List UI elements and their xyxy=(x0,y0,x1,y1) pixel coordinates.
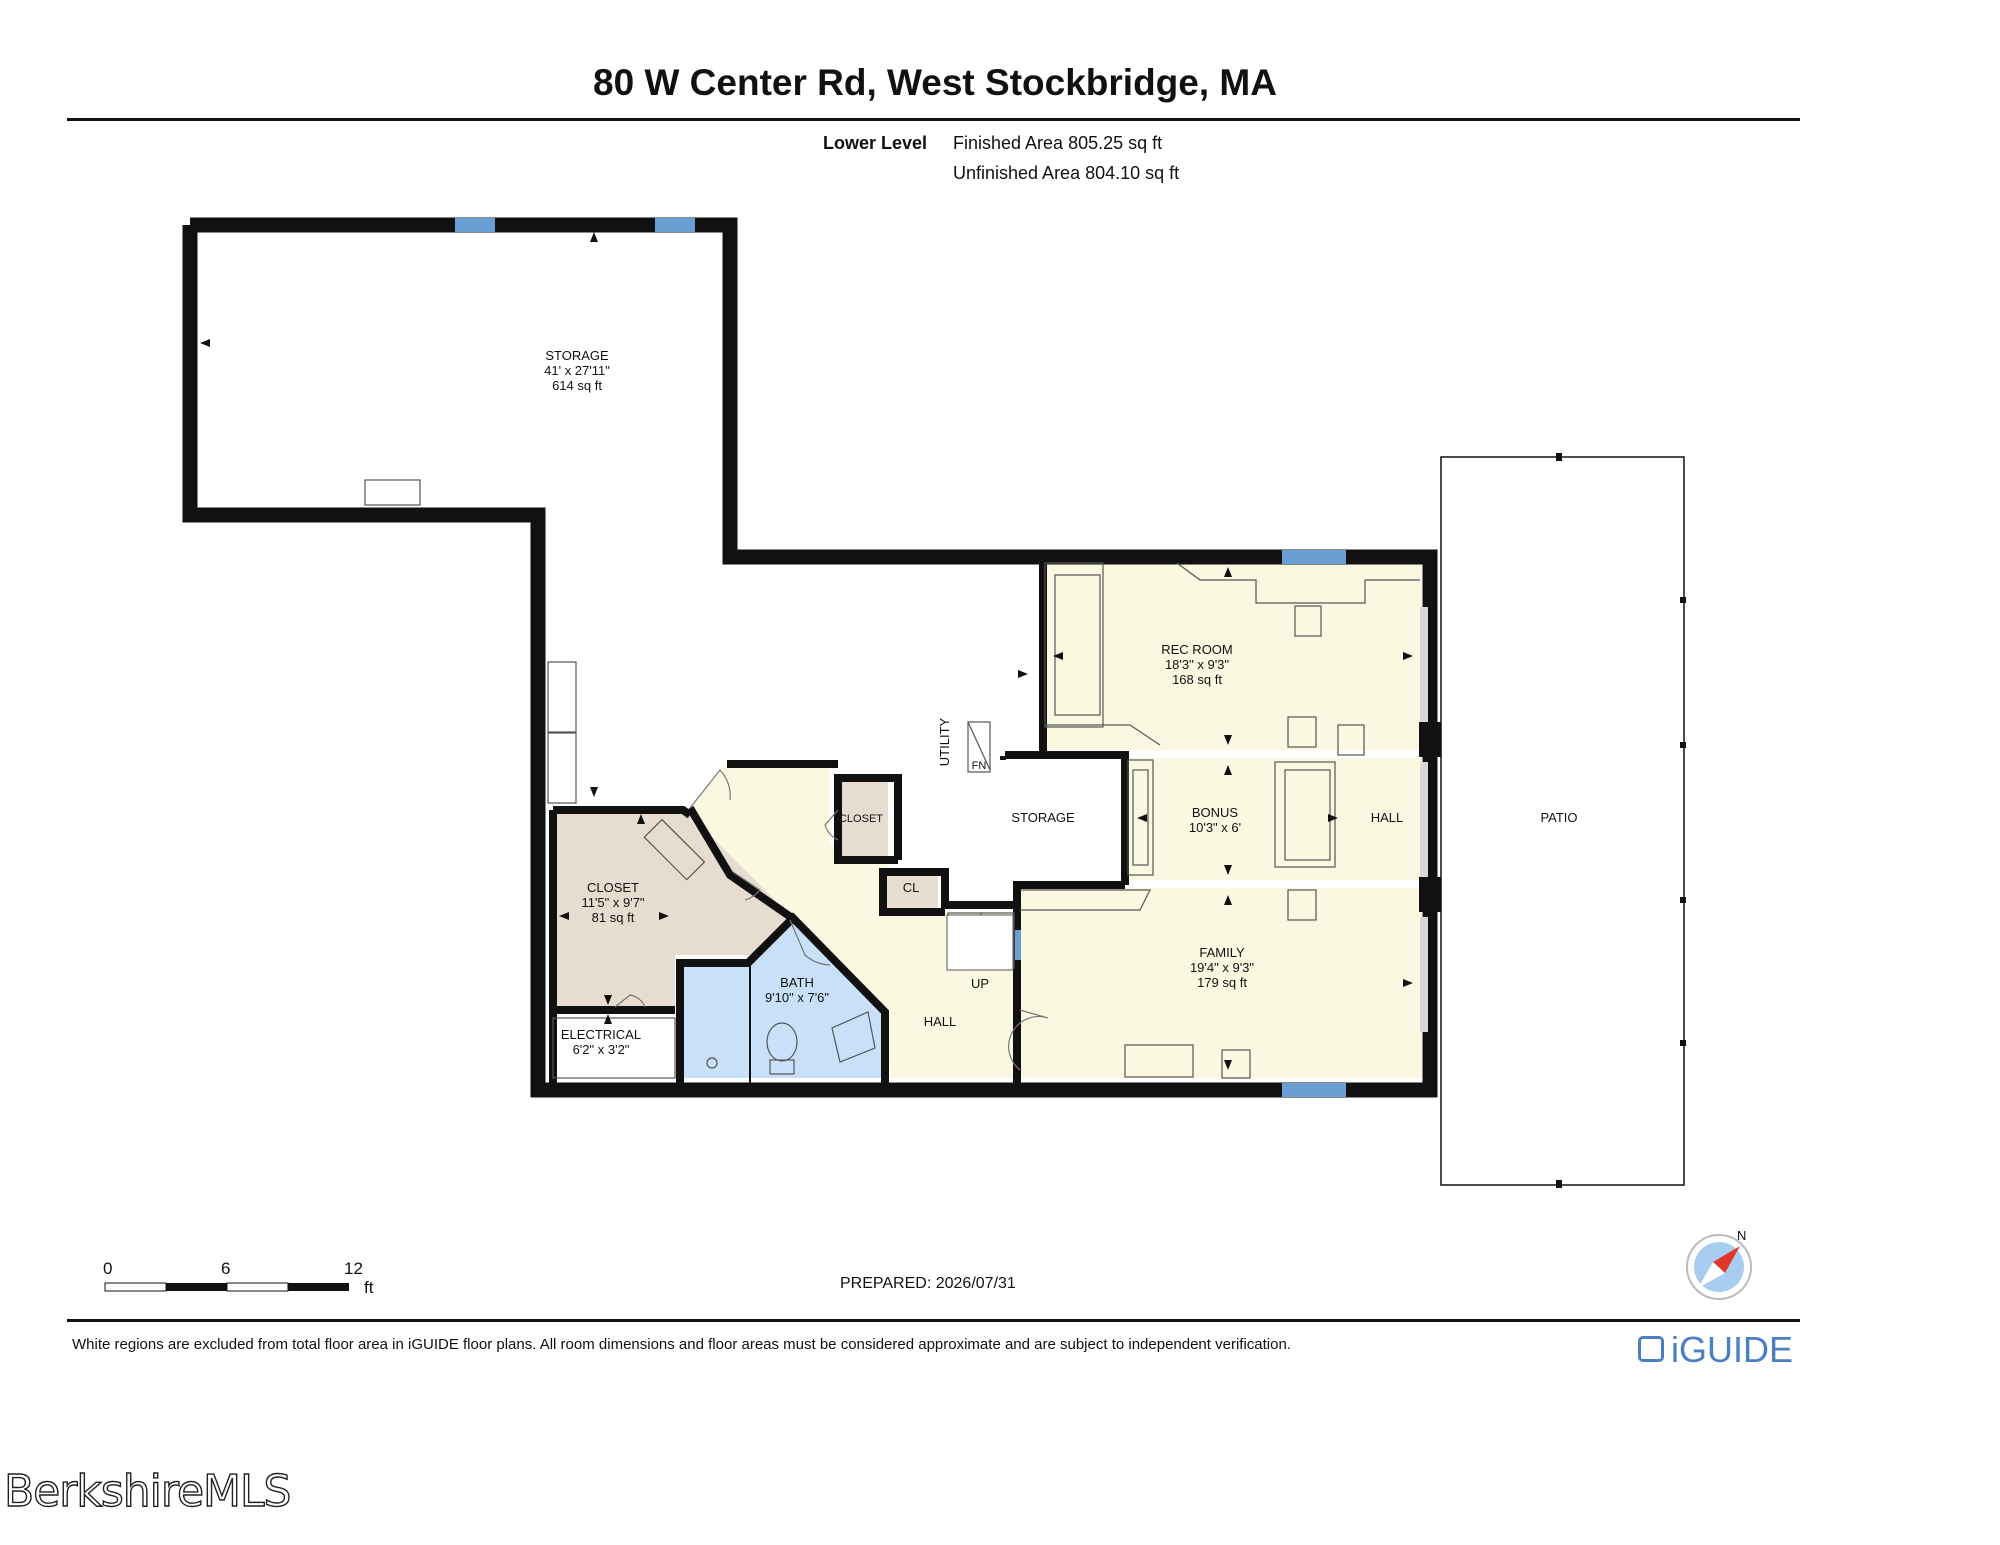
wall-posts xyxy=(1419,722,1441,912)
rec-room-label: REC ROOM xyxy=(1161,642,1233,657)
bath-label: BATH xyxy=(780,975,814,990)
storage-label: STORAGE xyxy=(545,348,609,363)
windows xyxy=(455,218,1346,1097)
iguide-logo-icon xyxy=(1638,1336,1664,1362)
compass-north: N xyxy=(1737,1228,1746,1243)
stairs xyxy=(946,914,1014,971)
cl-fill xyxy=(885,873,938,911)
rec-room-fill xyxy=(1043,560,1422,750)
door-swings xyxy=(614,769,1049,1071)
electrical-label: ELECTRICAL xyxy=(561,1027,641,1042)
prepared-date: PREPARED: 2026/07/31 xyxy=(840,1275,1016,1292)
bonus-fill xyxy=(1125,758,1422,880)
scale-bar xyxy=(104,1282,349,1292)
unfinished-area: Unfinished Area 804.10 sq ft xyxy=(953,163,1180,183)
cl-label: CL xyxy=(903,880,920,895)
storage-area: 614 sq ft xyxy=(552,378,602,393)
finished-area: Finished Area 805.25 sq ft xyxy=(953,133,1163,153)
bath-dims: 9'10" x 7'6" xyxy=(765,990,829,1005)
closet-label: CLOSET xyxy=(587,880,639,895)
interior-walls xyxy=(549,560,1129,1090)
bonus-label: BONUS xyxy=(1192,805,1239,820)
disclaimer-text: White regions are excluded from total fl… xyxy=(72,1336,1291,1353)
patio-label: PATIO xyxy=(1540,810,1577,825)
dimension-markers xyxy=(200,232,1413,1070)
iguide-logo-text: iGUIDE xyxy=(1671,1329,1794,1370)
family-area: 179 sq ft xyxy=(1197,975,1247,990)
stairs-up-label: UP xyxy=(971,976,989,991)
rec-room-dims: 18'3" x 9'3" xyxy=(1165,657,1229,672)
family-dims: 19'4" x 9'3" xyxy=(1190,960,1254,975)
storage-dims: 41' x 27'11" xyxy=(544,363,610,378)
level-label: Lower Level xyxy=(823,133,928,153)
fn-label: FN xyxy=(972,760,987,772)
compass-icon xyxy=(1686,1234,1752,1300)
patio-posts xyxy=(1556,453,1686,1188)
closet-fill xyxy=(553,808,795,1007)
watermark: BerkshireMLS xyxy=(3,1465,292,1517)
sliding-doors xyxy=(1420,607,1428,1032)
scale-unit: ft xyxy=(364,1278,374,1297)
scale-tick-0: 0 xyxy=(103,1259,112,1278)
closet-area: 81 sq ft xyxy=(592,910,635,925)
storage-small-label: STORAGE xyxy=(1011,810,1075,825)
patio-outline xyxy=(1440,456,1685,1186)
hall-main-label: HALL xyxy=(924,1014,957,1029)
header-rule xyxy=(67,118,1800,121)
family-fill xyxy=(1017,888,1422,1078)
small-closet-fill xyxy=(838,778,888,858)
footer-rule xyxy=(67,1319,1800,1322)
hall-fill xyxy=(690,762,1017,1078)
electrical-dims: 6'2" x 3'2" xyxy=(573,1042,630,1057)
rec-room-area: 168 sq ft xyxy=(1172,672,1222,687)
scale-tick-6: 6 xyxy=(221,1259,230,1278)
hall-right-label: HALL xyxy=(1371,810,1404,825)
page-title: 80 W Center Rd, West Stockbridge, MA xyxy=(593,62,1277,103)
family-label: FAMILY xyxy=(1199,945,1245,960)
closet-dims: 11'5" x 9'7" xyxy=(581,895,644,910)
scale-tick-12: 12 xyxy=(344,1259,363,1278)
bonus-dims: 10'3" x 6' xyxy=(1189,820,1241,835)
closet-small-label: CLOSET xyxy=(839,813,883,825)
utility-label: UTILITY xyxy=(937,717,952,766)
exterior-walls xyxy=(182,217,1438,1098)
